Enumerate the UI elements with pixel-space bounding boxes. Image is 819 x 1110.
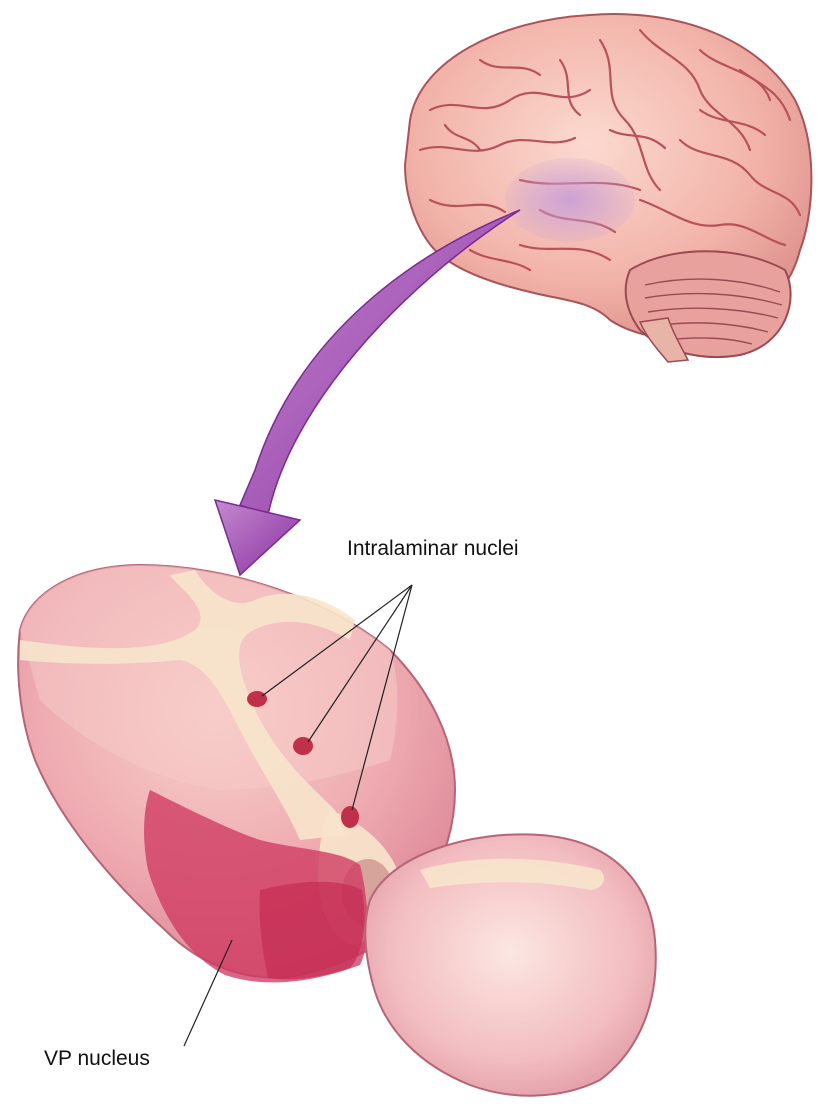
intralaminar-nuclei-label: Intralaminar nuclei	[347, 537, 519, 561]
intralaminar-dot-1	[247, 691, 267, 707]
vp-nucleus-label: VP nucleus	[44, 1047, 150, 1071]
intralaminar-dot-3	[341, 806, 359, 828]
posterior-nucleus	[365, 834, 655, 1095]
brain-icon	[405, 14, 811, 362]
